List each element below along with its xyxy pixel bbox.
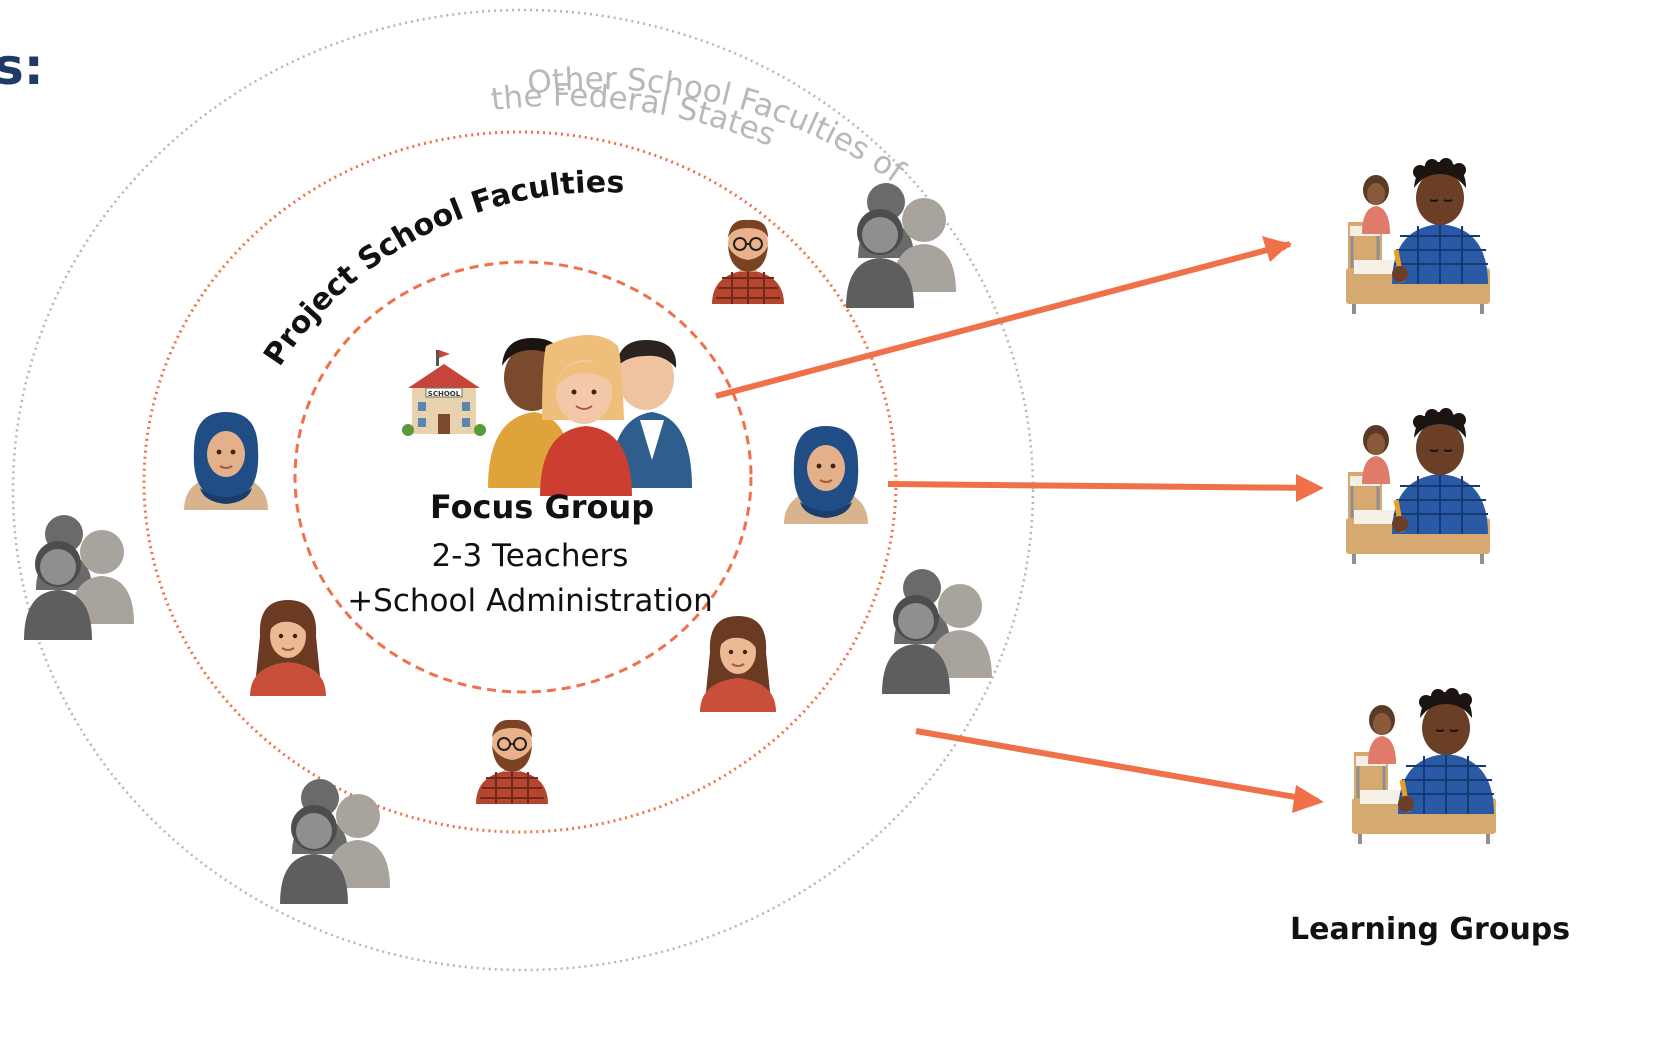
hijab-woman-right-icon <box>783 425 869 525</box>
focus-group-teachers-icon <box>488 335 692 496</box>
learning-group-2-icon <box>1346 408 1490 564</box>
arrow-to-learning-group-1 <box>715 241 1292 399</box>
outer-ring <box>11 8 1035 972</box>
learning-groups-label: Learning Groups <box>1290 912 1571 947</box>
focus-group-title: Focus Group <box>430 488 655 526</box>
learning-group-3-icon <box>1352 688 1496 844</box>
bearded-man-bottom-icon <box>475 718 549 805</box>
bearded-man-top-icon <box>711 218 785 305</box>
partial-heading: s: <box>0 38 44 96</box>
arrow-head-2 <box>1296 474 1324 502</box>
grey-group-left-icon <box>24 515 134 640</box>
arrow-to-learning-group-2 <box>887 481 1319 491</box>
focus-group-admin-text: +School Administration <box>347 583 713 619</box>
grey-group-top-icon <box>846 183 956 308</box>
arrow-head-3 <box>1292 785 1324 813</box>
hair-woman-right-icon <box>699 615 777 713</box>
hair-woman-left-icon <box>249 599 327 697</box>
learning-group-1-icon <box>1346 158 1490 314</box>
inner-ring <box>293 260 753 694</box>
arrow-to-learning-group-3 <box>915 728 1319 804</box>
arrow-head-1 <box>1262 236 1290 262</box>
school-sign: SCHOOL <box>428 390 461 398</box>
focus-group-teachers-text: 2-3 Teachers <box>431 538 629 574</box>
school-building-icon: SCHOOL <box>402 350 486 436</box>
grey-group-bottom-icon <box>280 779 390 904</box>
hijab-woman-left-icon <box>183 411 269 511</box>
grey-group-right-icon <box>882 569 992 694</box>
